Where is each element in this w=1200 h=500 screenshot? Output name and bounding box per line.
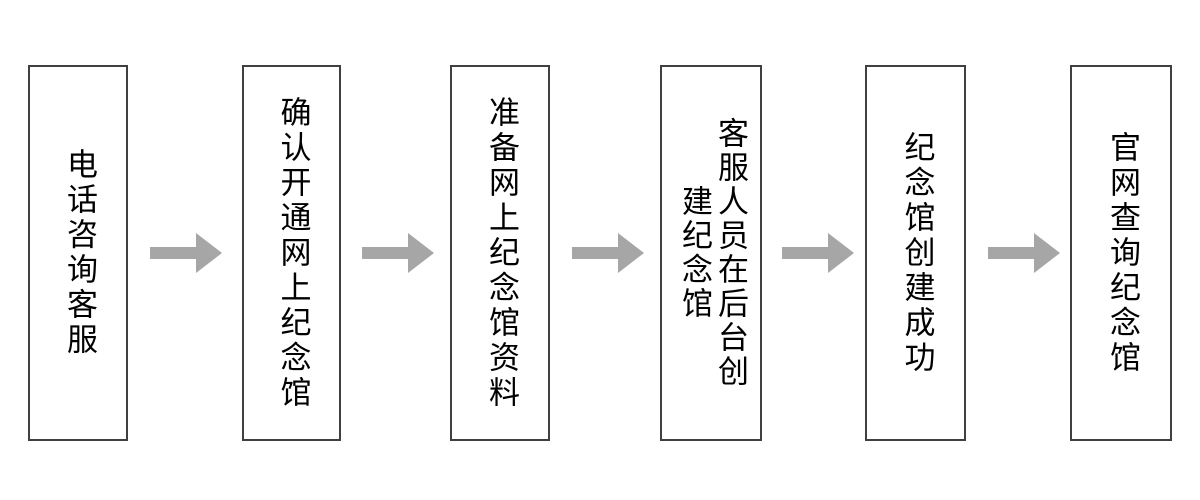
flow-node-label: 官网查询纪念馆 [1103, 130, 1140, 376]
flow-node-label: 确认开通网上纪念馆 [274, 95, 311, 411]
flow-node-step-2[interactable]: 确认开通网上纪念馆 [242, 65, 341, 441]
flow-node-label: 纪念馆创建成功 [898, 130, 935, 376]
right-arrow-icon [988, 233, 1060, 273]
flow-node-step-6[interactable]: 官网查询纪念馆 [1070, 65, 1172, 441]
flow-node-step-3[interactable]: 准备网上纪念馆资料 [450, 65, 550, 441]
flow-node-label: 客服人员在后台创建纪念馆 [676, 117, 748, 389]
flow-node-step-5[interactable]: 纪念馆创建成功 [865, 65, 966, 441]
right-arrow-icon [782, 233, 854, 273]
flow-node-step-1[interactable]: 电话咨询客服 [28, 65, 128, 441]
flow-node-label: 电话咨询客服 [60, 148, 97, 358]
flow-node-label: 准备网上纪念馆资料 [482, 95, 519, 411]
right-arrow-icon [362, 233, 434, 273]
right-arrow-icon [150, 233, 222, 273]
right-arrow-icon [572, 233, 644, 273]
flow-node-step-4[interactable]: 客服人员在后台创建纪念馆 [660, 65, 762, 441]
